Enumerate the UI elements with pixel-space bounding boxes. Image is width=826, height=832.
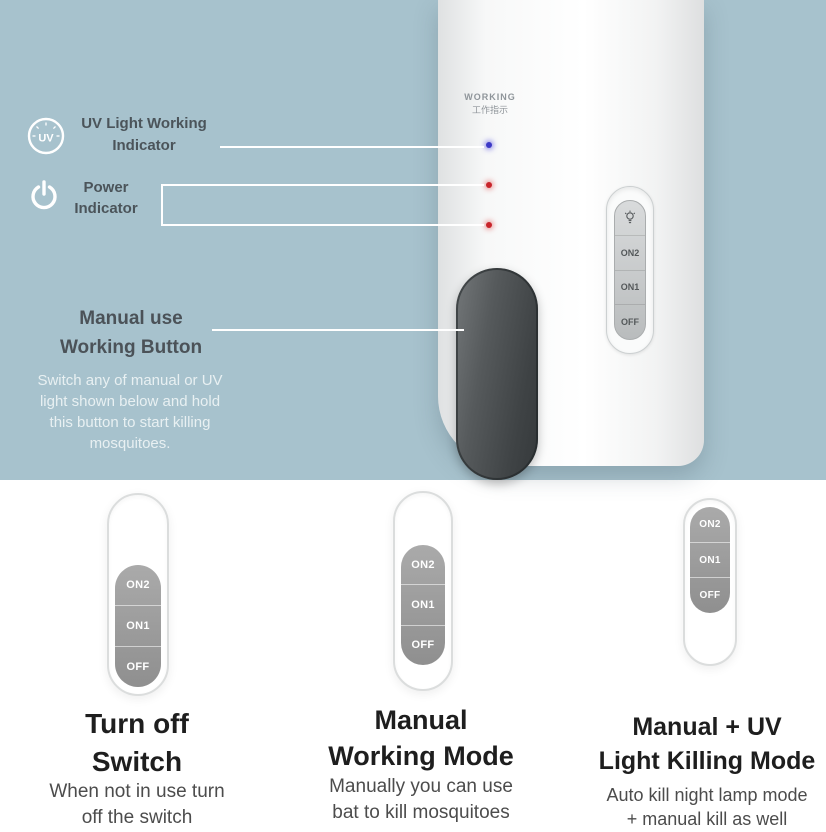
switch-label-off: OFF (690, 577, 730, 613)
uv-icon-text: UV (38, 133, 54, 145)
uv-indicator-dot (486, 142, 492, 148)
mode-desc-manual: Manually you can use bat to kill mosquit… (329, 776, 513, 823)
device-switch-label-on1: ON1 (615, 269, 645, 305)
mode-switch-manual-rocker: ON2 ON1 OFF (401, 545, 445, 665)
switch-label-off: OFF (115, 646, 161, 687)
power-indicator-dot-1 (486, 182, 492, 188)
mode-title-manual: Manual Working Mode (328, 705, 514, 772)
working-indicator-label: WORKING 工作指示 (455, 92, 525, 116)
leader-line-power-1 (161, 184, 484, 186)
annotation-manual-title: Manual use Working Button (59, 308, 203, 359)
mode-desc-turn-off: When not in use turn off the switch (49, 781, 225, 828)
switch-label-on2: ON2 (699, 518, 721, 530)
working-label-zh: 工作指示 (471, 105, 508, 115)
mode-switch-off-rocker: ON2 ON1 OFF (115, 565, 161, 687)
leader-line-power-bracket (161, 184, 163, 226)
power-icon (26, 178, 62, 214)
device-side-switch: ON2 ON1 OFF (606, 186, 654, 354)
switch-label-on1: ON1 (690, 541, 730, 578)
switch-label-off: OFF (401, 624, 445, 665)
switch-label-on2: ON2 (126, 579, 150, 591)
device-switch-label-on2: ON2 (615, 234, 645, 270)
switch-label-on1: ON1 (115, 605, 161, 646)
uv-light-icon: UV (24, 114, 68, 158)
leader-line-power-2 (161, 224, 484, 226)
annotation-manual-desc: Switch any of manual or UV light shown b… (37, 372, 223, 452)
annotation-uv-label: UV Light Working Indicator (81, 115, 207, 154)
top-section: WORKING 工作指示 ON2 ON1 (0, 0, 826, 480)
bulb-icon (615, 201, 645, 235)
device-switch-rocker: ON2 ON1 OFF (614, 200, 646, 340)
leader-line-uv (220, 146, 484, 148)
annotation-power-label: Power Indicator (74, 179, 138, 217)
mode-switch-manual: ON2 ON1 OFF (393, 491, 453, 691)
mode-desc-manual-uv: Auto kill night lamp mode + manual kill … (606, 785, 808, 830)
mode-title-manual-uv: Manual + UV Light Killing Mode (598, 713, 816, 775)
switch-label-on2: ON2 (411, 558, 435, 571)
mode-switch-manual-uv-rocker: ON2 ON1 OFF (690, 507, 730, 613)
mode-switch-manual-uv: ON2 ON1 OFF (683, 498, 737, 666)
mode-switch-off: ON2 ON1 OFF (107, 493, 169, 696)
manual-working-button (456, 268, 538, 480)
device-switch-label-off: OFF (615, 304, 645, 339)
leader-line-manual-button (212, 329, 464, 331)
mode-title-turn-off: Turn off Switch (85, 708, 189, 777)
working-label-en: WORKING (464, 92, 516, 102)
switch-label-on1: ON1 (401, 584, 445, 624)
power-indicator-dot-2 (486, 222, 492, 228)
